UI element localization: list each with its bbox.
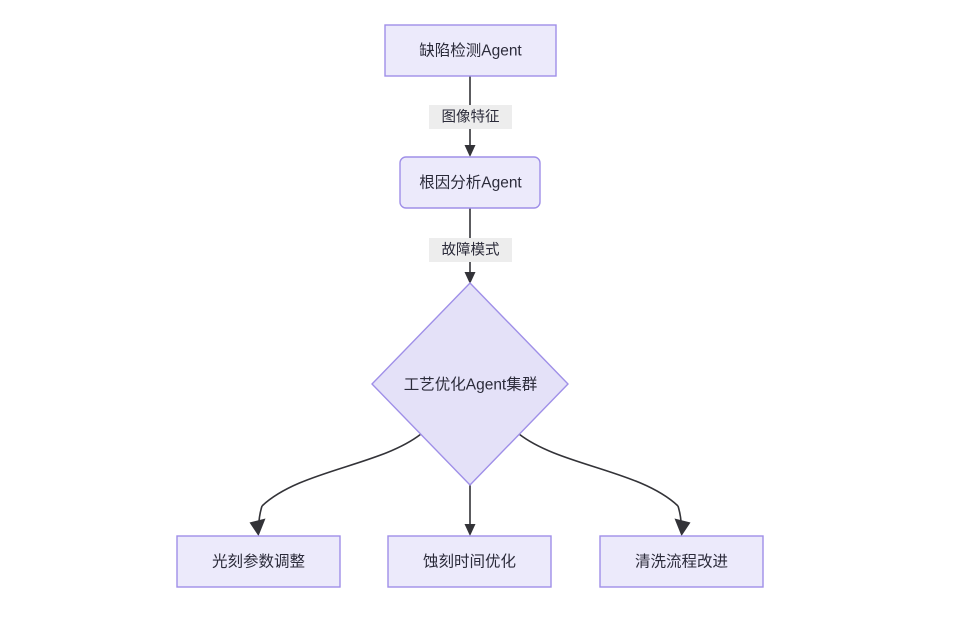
edge-label-background xyxy=(429,238,512,262)
node-clean-process-improve[interactable]: 清洗流程改进 xyxy=(599,535,764,588)
edge-to-etch xyxy=(464,485,476,536)
edge-line-to-litho-tail xyxy=(257,505,263,528)
node-label-litho-parameter-adjust: 光刻参数调整 xyxy=(212,553,305,571)
arrowhead-icon xyxy=(249,518,266,536)
node-shape-rectangle[interactable] xyxy=(384,24,557,77)
node-root-cause-agent[interactable]: 根因分析Agent xyxy=(399,156,541,209)
node-label-root-cause-agent: 根因分析Agent xyxy=(419,174,522,192)
node-defect-detection-agent[interactable]: 缺陷检测Agent xyxy=(384,24,557,77)
arrowhead-icon xyxy=(464,272,476,284)
node-label-process-optimization-cluster: 工艺优化Agent集群 xyxy=(404,376,538,394)
edge-label-text-fault-mode: 故障模式 xyxy=(442,240,500,258)
edge-to-litho xyxy=(249,433,422,536)
node-label-clean-process-improve: 清洗流程改进 xyxy=(635,553,728,571)
node-shape-rectangle[interactable] xyxy=(176,535,341,588)
node-process-optimization-cluster[interactable]: 工艺优化Agent集群 xyxy=(371,281,569,487)
node-shape-rectangle[interactable] xyxy=(599,535,764,588)
edge-line-to-clean-tail xyxy=(677,505,683,528)
arrowhead-icon xyxy=(674,518,691,536)
node-litho-parameter-adjust[interactable]: 光刻参数调整 xyxy=(176,535,341,588)
node-label-etch-time-optimize: 蚀刻时间优化 xyxy=(423,553,516,571)
arrowhead-icon xyxy=(464,145,476,157)
node-shape-diamond[interactable] xyxy=(371,281,569,487)
edge-line-to-clean xyxy=(518,433,679,507)
node-shape-rectangle[interactable] xyxy=(387,535,552,588)
edge-label-background xyxy=(429,105,512,129)
edge-label-image-feature: 图像特征 xyxy=(429,105,512,129)
edge-label-text-image-feature: 图像特征 xyxy=(442,108,500,125)
arrowhead-icon xyxy=(464,524,476,536)
node-shape-rounded-rectangle[interactable] xyxy=(399,156,541,209)
node-label-defect-detection-agent: 缺陷检测Agent xyxy=(419,42,522,60)
node-etch-time-optimize[interactable]: 蚀刻时间优化 xyxy=(387,535,552,588)
edge-to-clean xyxy=(518,433,691,536)
edge-label-fault-mode: 故障模式 xyxy=(429,238,512,262)
edge-line-to-litho xyxy=(261,433,422,507)
